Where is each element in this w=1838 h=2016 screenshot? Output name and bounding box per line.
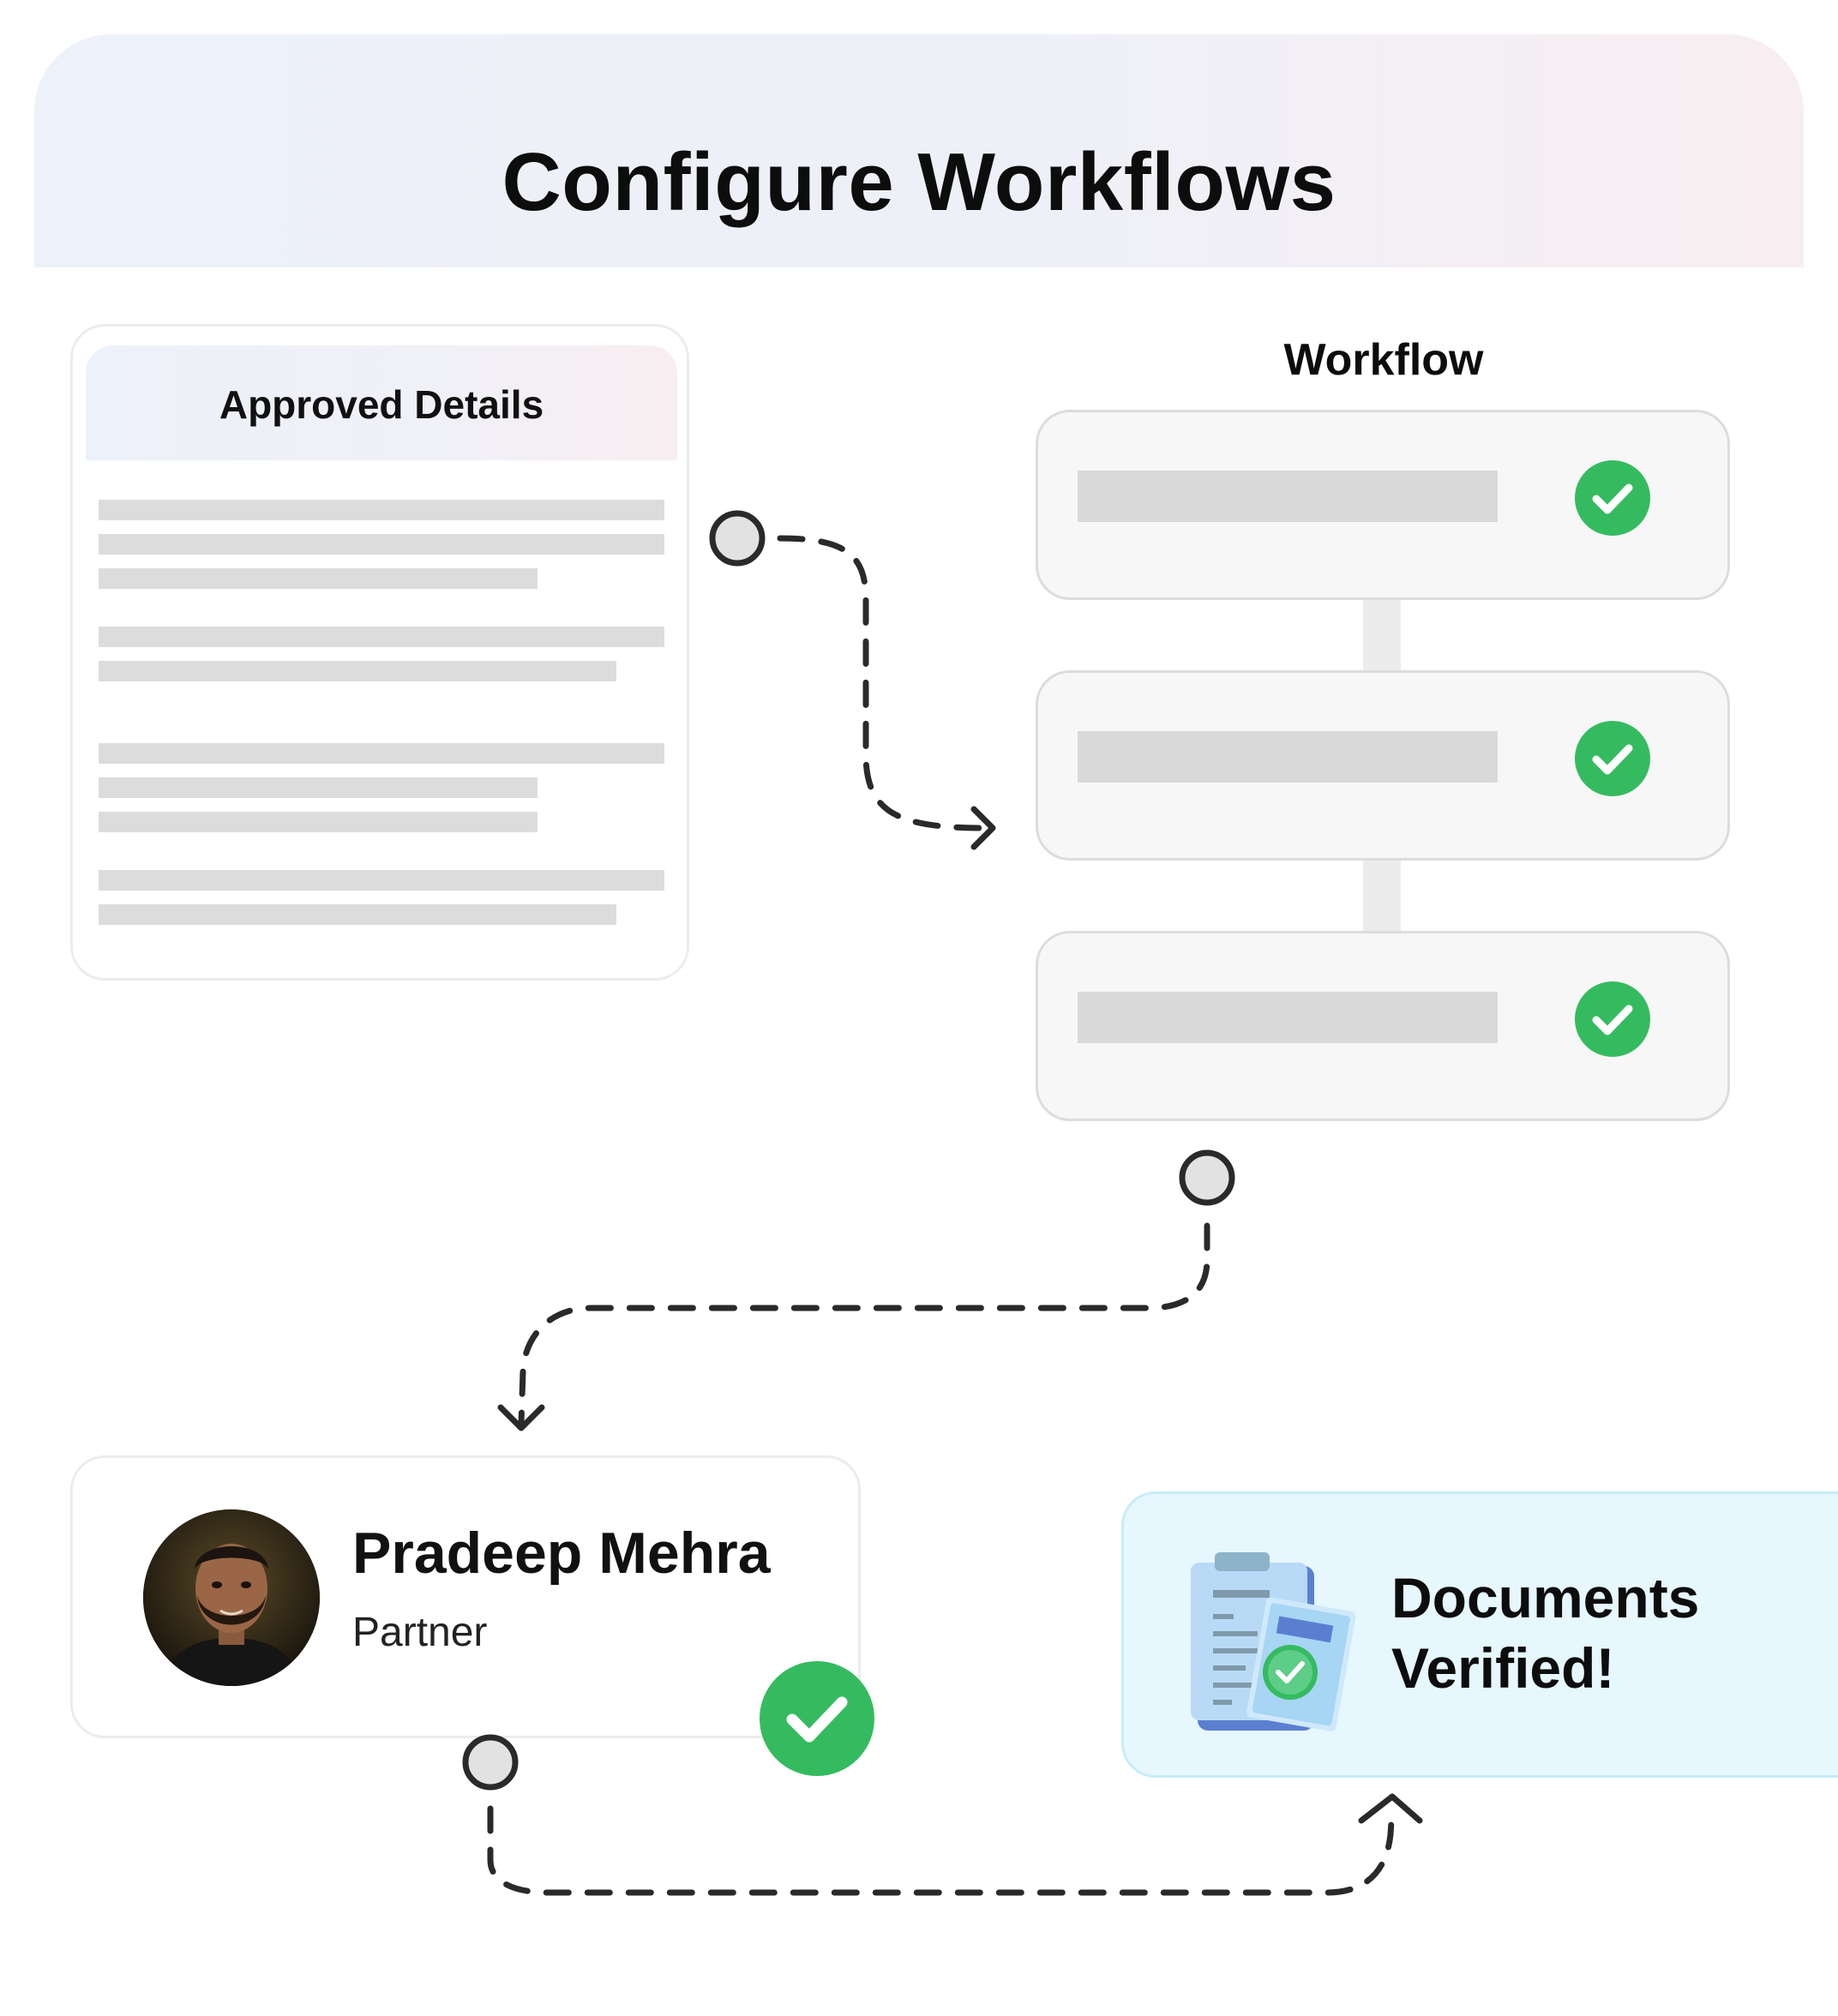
check-icon — [1575, 460, 1650, 536]
placeholder-line — [99, 870, 664, 891]
node-dot — [462, 1734, 519, 1791]
step-placeholder-bar — [1078, 992, 1498, 1043]
placeholder-line — [99, 534, 664, 555]
placeholder-line — [99, 500, 664, 520]
approved-details-card: Approved Details — [70, 324, 689, 981]
placeholder-line — [99, 661, 616, 681]
avatar — [143, 1509, 320, 1686]
person-role: Partner — [352, 1610, 488, 1655]
connector-person-to-result — [487, 1805, 1396, 1896]
workflow-step-2[interactable] — [1036, 670, 1730, 861]
node-dot — [1179, 1149, 1235, 1206]
step-placeholder-bar — [1078, 731, 1498, 783]
workflow-connector — [1363, 598, 1401, 670]
node-dot — [709, 510, 766, 567]
arrow-head-down — [497, 1404, 545, 1431]
step-placeholder-bar — [1078, 471, 1498, 522]
approver-card[interactable]: Pradeep Mehra Partner — [70, 1455, 861, 1738]
verified-message: Documents Verified! — [1391, 1563, 1699, 1703]
connector-details-to-workflow — [777, 535, 989, 831]
workflow-connector — [1363, 859, 1401, 931]
placeholder-line — [99, 627, 664, 647]
approved-details-header: Approved Details — [86, 345, 677, 460]
documents-verified-card: Documents Verified! — [1121, 1491, 1838, 1778]
workflow-step-3[interactable] — [1036, 931, 1730, 1121]
placeholder-line — [99, 904, 616, 925]
arrow-head-right — [970, 806, 996, 850]
arrow-head-up — [1358, 1793, 1423, 1824]
workflow-title: Workflow — [1283, 335, 1484, 385]
workflow-step-1[interactable] — [1036, 410, 1730, 600]
placeholder-line — [99, 743, 664, 764]
verified-line-2: Verified! — [1391, 1636, 1615, 1700]
placeholder-line — [99, 568, 538, 589]
header-banner: Configure Workflows — [34, 34, 1804, 267]
check-icon — [1575, 981, 1650, 1057]
connector-workflow-to-person — [518, 1222, 1210, 1426]
check-icon — [1575, 721, 1650, 796]
person-name: Pradeep Mehra — [352, 1521, 771, 1586]
approved-details-title: Approved Details — [219, 382, 544, 427]
verified-line-1: Documents — [1391, 1566, 1700, 1629]
placeholder-line — [99, 812, 538, 832]
placeholder-line — [99, 777, 538, 798]
approved-check-icon — [760, 1661, 874, 1776]
page-title: Configure Workflows — [502, 136, 1336, 228]
clipboard-check-icon — [1182, 1552, 1362, 1732]
